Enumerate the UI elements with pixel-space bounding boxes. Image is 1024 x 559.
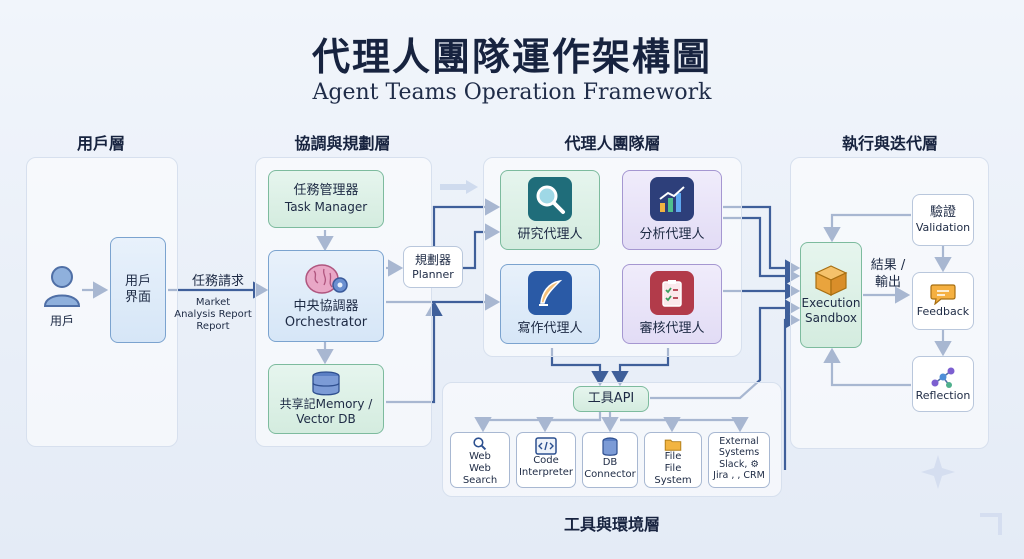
task-request-sub-1: Market: [195, 297, 231, 308]
feedback-box[interactable]: Feedback: [912, 272, 974, 330]
magnifier-icon: [536, 185, 565, 214]
database-icon: [602, 437, 618, 456]
user-interface-line2: 界面: [124, 290, 151, 305]
tool-db-line2: Connector: [584, 469, 636, 480]
result-output-label: 結果 / 輸出: [866, 258, 910, 292]
result-line2: 輸出: [874, 274, 901, 290]
tool-external-systems[interactable]: External Systems Slack, ⚙ Jira , , CRM: [708, 432, 770, 488]
research-icon-tile: [528, 176, 572, 221]
validation-en: Validation: [915, 221, 971, 235]
planner-zh: 規劃器: [414, 252, 451, 267]
folder-icon: [664, 439, 682, 451]
quill-icon: [539, 279, 563, 306]
search-icon: [473, 437, 487, 451]
research-agent-box[interactable]: 研究代理人: [500, 170, 600, 250]
result-line1: 結果 /: [870, 258, 906, 273]
review-agent-label: 審核代理人: [639, 320, 705, 336]
page-subtitle: Agent Teams Operation Framework: [312, 80, 712, 105]
research-agent-label: 研究代理人: [517, 226, 583, 242]
tool-code-interpreter[interactable]: Code Interpreter: [516, 432, 576, 488]
review-agent-box[interactable]: 審核代理人: [622, 264, 722, 344]
reflection-label: Reflection: [915, 389, 971, 403]
sandbox-line2: Sandbox: [805, 311, 857, 325]
task-manager-en: Task Manager: [284, 199, 368, 214]
layer-heading-coordination: 協調與規劃層: [294, 134, 391, 153]
page-title: 代理人團隊運作架構圖: [311, 34, 712, 79]
tool-ext-line4: Jira , , CRM: [713, 470, 765, 482]
orchestrator-en: Orchestrator: [284, 315, 368, 330]
user-icon: [43, 266, 81, 307]
user-interface-line1: 用戶: [124, 273, 151, 289]
task-manager-box[interactable]: 任務管理器 Task Manager: [268, 170, 384, 228]
user-label: 用戶: [49, 314, 74, 328]
tool-code-line2: Interpreter: [518, 467, 574, 478]
tool-file-system[interactable]: File File System: [644, 432, 702, 488]
brain-gear-icon: [305, 264, 348, 294]
execution-sandbox-box[interactable]: Execution Sandbox: [800, 242, 862, 348]
tool-web-search[interactable]: Web Web Search: [450, 432, 510, 488]
layer-heading-execution: 執行與迭代層: [841, 134, 938, 153]
analysis-icon-tile: [650, 176, 694, 221]
planner-box[interactable]: 規劃器 Planner: [403, 246, 463, 288]
task-manager-zh: 任務管理器: [293, 183, 359, 199]
planner-en: Planner: [412, 267, 454, 281]
tool-db-line1: DB: [602, 457, 618, 468]
layer-heading-user: 用戶層: [76, 134, 125, 153]
tool-ext-line2: Systems: [718, 447, 760, 459]
tool-web-line2: Web Search: [462, 463, 498, 486]
task-request-sub: Market Analysis Report Report: [168, 297, 258, 333]
writing-icon-tile: [528, 270, 572, 315]
network-nodes-icon: [931, 367, 955, 389]
layer-heading-agents: 代理人團隊層: [564, 134, 661, 153]
orchestrator-zh: 中央協調器: [293, 298, 359, 314]
review-icon-tile: [650, 270, 694, 315]
clipboard-check-icon: [662, 279, 682, 307]
feedback-label: Feedback: [916, 305, 970, 319]
task-request-sub-2: Analysis Report: [174, 309, 252, 320]
tool-ext-line1: External: [719, 436, 759, 447]
database-icon: [312, 371, 340, 396]
analysis-agent-box[interactable]: 分析代理人: [622, 170, 722, 250]
tool-file-line1: File: [664, 451, 682, 462]
tool-file-line2: File System: [654, 463, 692, 486]
tool-web-line1: Web: [469, 451, 491, 462]
tool-db-connector[interactable]: DB Connector: [582, 432, 638, 488]
validation-box[interactable]: 驗證 Validation: [912, 194, 974, 246]
analysis-agent-label: 分析代理人: [639, 226, 705, 242]
tool-ext-line3: Slack, ⚙: [719, 458, 759, 470]
task-request-sub-3: Report: [196, 321, 230, 332]
memory-zh: 共享記Memory /: [279, 397, 373, 411]
task-request-label: 任務請求: [191, 274, 244, 289]
layer-heading-tools: 工具與環境層: [563, 515, 660, 534]
writing-agent-label: 寫作代理人: [517, 320, 583, 336]
memory-en: Vector DB: [296, 412, 356, 426]
reflection-box[interactable]: Reflection: [912, 356, 974, 412]
user-interface-box[interactable]: 用戶 界面: [110, 237, 166, 343]
chat-bubble-icon: [930, 284, 956, 306]
writing-agent-box[interactable]: 寫作代理人: [500, 264, 600, 344]
memory-box[interactable]: 共享記Memory / Vector DB: [268, 364, 384, 434]
validation-zh: 驗證: [929, 205, 956, 220]
bar-chart-icon: [659, 186, 685, 212]
tools-api-label: 工具API: [587, 390, 635, 406]
tool-code-line1: Code: [533, 455, 559, 466]
user-figure: 用戶: [42, 264, 82, 330]
box-icon: [814, 265, 848, 296]
orchestrator-box[interactable]: 中央協調器 Orchestrator: [268, 250, 384, 342]
tools-api-box[interactable]: 工具API: [573, 386, 649, 412]
sandbox-line1: Execution: [801, 296, 861, 310]
code-icon: [535, 437, 557, 455]
